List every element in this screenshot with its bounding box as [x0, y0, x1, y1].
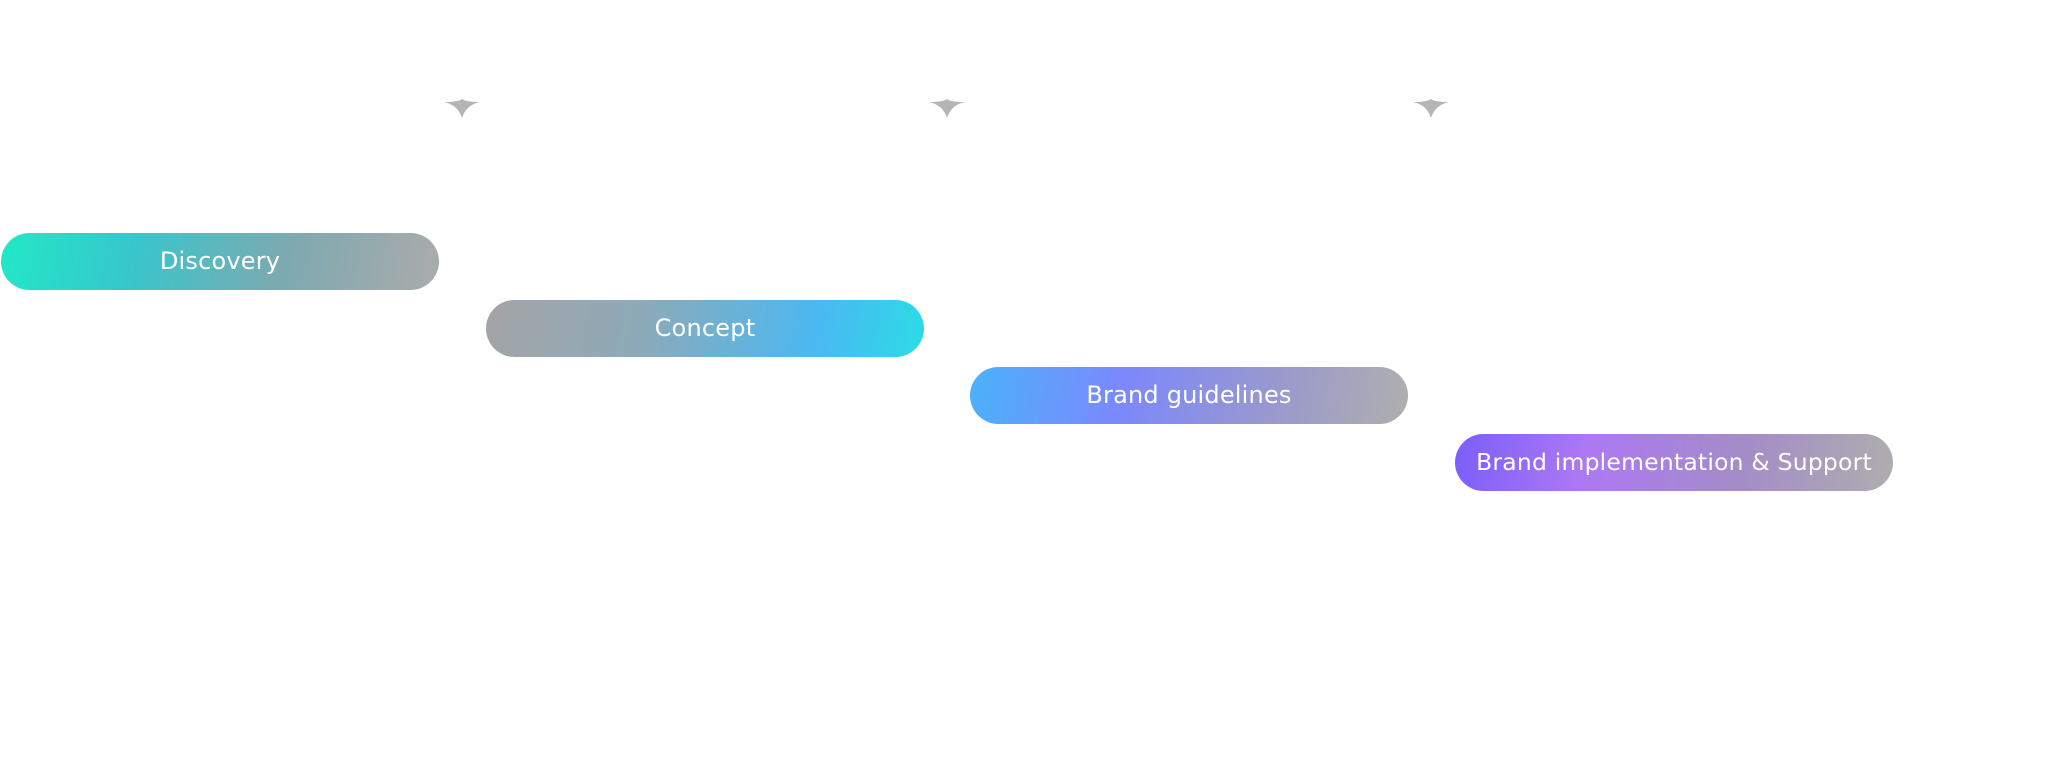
phase-discovery: Discovery [1, 233, 439, 290]
phase-brand-guidelines: Brand guidelines [970, 367, 1408, 424]
arrow-tick-icon [444, 99, 480, 119]
arrow-tick-icon [929, 99, 965, 119]
phase-label: Discovery [159, 247, 281, 275]
phase-brand-implementation: Brand implementation & Support [1455, 434, 1893, 491]
arrow-tick-icon [1413, 99, 1449, 119]
phase-label: Brand guidelines [1086, 381, 1292, 409]
phase-label: Brand implementation & Support [1476, 448, 1872, 476]
phase-concept: Concept [486, 300, 924, 357]
phase-label: Concept [654, 314, 756, 342]
